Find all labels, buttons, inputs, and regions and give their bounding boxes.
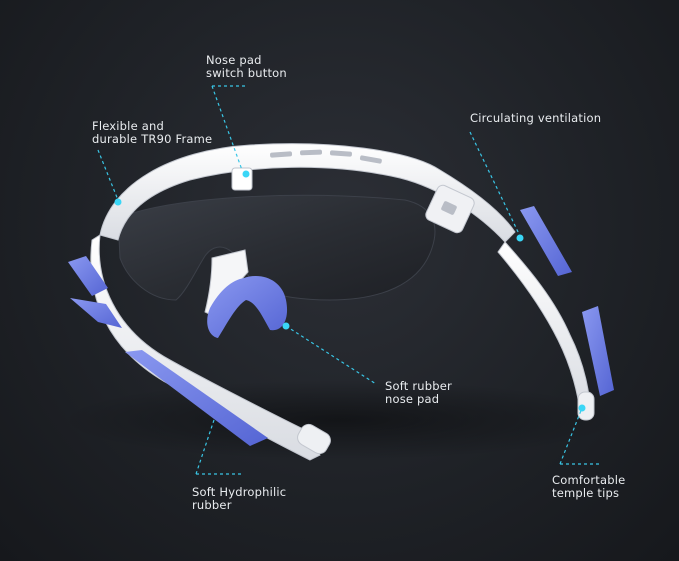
right-temple-tip <box>577 391 595 421</box>
callout-text: switch button <box>206 66 287 80</box>
left-temple-tip <box>297 423 331 455</box>
callout-text: nose pad <box>385 392 440 406</box>
hydrophilic-rubber-sleeve <box>125 350 268 446</box>
callout-lines <box>97 85 600 475</box>
callout-hydrophilic-rubber: Soft Hydrophilic rubber <box>192 486 286 512</box>
callout-frame: Flexible and durable TR90 Frame <box>92 120 212 146</box>
detached-rubber-right-arm <box>582 306 614 396</box>
callout-text: Soft rubber <box>385 379 452 393</box>
lens-shield <box>117 194 436 301</box>
callout-temple-tips: Comfortable temple tips <box>552 474 625 500</box>
callout-text: temple tips <box>552 486 620 500</box>
right-temple-arm <box>497 241 591 413</box>
detached-rubber-left-mid <box>70 298 122 328</box>
callout-text: Nose pad <box>206 53 262 67</box>
callout-text: Circulating ventilation <box>470 111 602 125</box>
callout-text: durable TR90 Frame <box>92 132 213 146</box>
callout-text: Flexible and <box>92 119 164 133</box>
nose-pad-switch-button <box>231 167 253 191</box>
callout-rubber-nose-pad: Soft rubber nose pad <box>385 380 452 406</box>
callout-text: Soft Hydrophilic <box>192 485 287 499</box>
callout-ventilation: Circulating ventilation <box>470 112 601 125</box>
callout-dots <box>114 170 586 412</box>
frame-brow <box>99 143 516 243</box>
detached-rubber-left-top <box>68 256 108 296</box>
nose-pad-rubber <box>207 276 288 338</box>
callout-nose-pad-switch-button: Nose pad switch button <box>206 54 287 80</box>
brow-vents <box>270 149 382 164</box>
hinge-vent <box>441 201 457 215</box>
callout-text: Comfortable <box>552 473 626 487</box>
ground-shadow <box>60 380 620 460</box>
detached-rubber-right-top <box>520 206 572 276</box>
callout-text: rubber <box>192 498 232 512</box>
